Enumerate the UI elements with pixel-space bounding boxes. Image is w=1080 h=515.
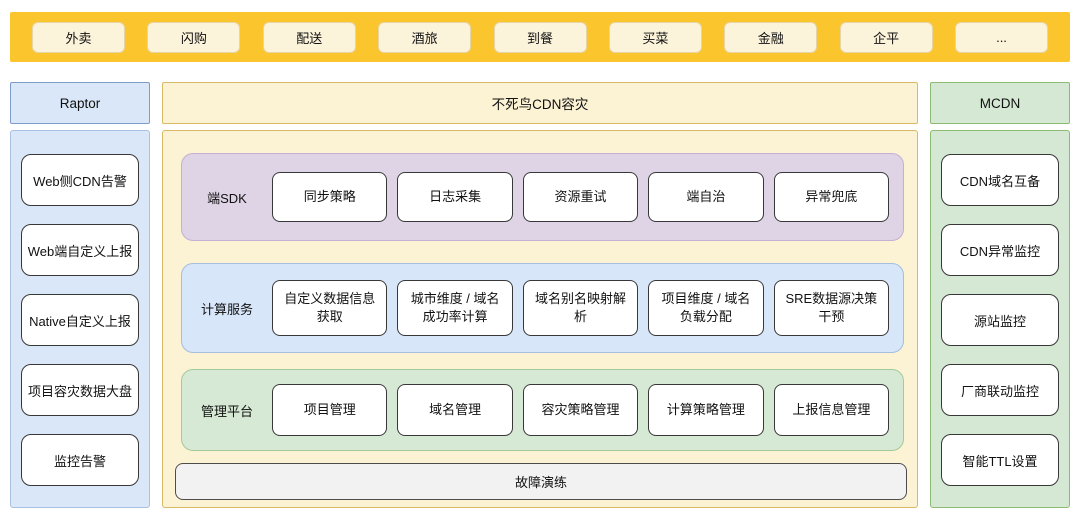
fault-drill-bar: 故障演练 [175, 463, 907, 500]
raptor-header: Raptor [10, 82, 150, 124]
client-sdk-row: 端SDK 同步策略 日志采集 资源重试 端自治 异常兜底 [181, 153, 904, 241]
sdk-client-autonomy: 端自治 [648, 172, 764, 222]
mgmt-report-info: 上报信息管理 [773, 384, 890, 436]
sdk-exception-fallback: 异常兜底 [773, 172, 890, 222]
compute-project-domain-load-balance: 项目维度 / 域名负载分配 [648, 280, 764, 336]
mcdn-item-anomaly-monitor: CDN异常监控 [941, 224, 1059, 276]
mcdn-item-origin-monitor: 源站监控 [941, 294, 1059, 346]
raptor-item-dr-dashboard: 项目容灾数据大盘 [21, 364, 139, 416]
business-line-maicai: 买菜 [608, 21, 702, 53]
compute-service-items: 自定义数据信息获取 城市维度 / 域名成功率计算 域名别名映射解析 项目维度 /… [272, 280, 890, 336]
mcdn-item-vendor-linkage-monitor: 厂商联动监控 [941, 364, 1059, 416]
raptor-item-web-custom-report: Web端自定义上报 [21, 224, 139, 276]
business-line-waimai: 外卖 [32, 21, 125, 53]
mcdn-header: MCDN [930, 82, 1070, 124]
business-line-jiulv: 酒旅 [378, 21, 472, 53]
mgmt-compute-strategy: 计算策略管理 [648, 384, 764, 436]
mcdn-item-domain-backup: CDN域名互备 [941, 154, 1059, 206]
compute-sre-data-decision: SRE数据源决策干预 [773, 280, 890, 336]
management-platform-items: 项目管理 域名管理 容灾策略管理 计算策略管理 上报信息管理 [272, 384, 890, 436]
business-line-jinrong: 金融 [724, 21, 818, 53]
business-line-peisong: 配送 [262, 21, 356, 53]
sdk-sync-strategy: 同步策略 [272, 172, 388, 222]
raptor-items: Web侧CDN告警 Web端自定义上报 Native自定义上报 项目容灾数据大盘… [11, 131, 149, 507]
client-sdk-items: 同步策略 日志采集 资源重试 端自治 异常兜底 [272, 172, 890, 222]
management-platform-row: 管理平台 项目管理 域名管理 容灾策略管理 计算策略管理 上报信息管理 [181, 369, 904, 451]
compute-service-label: 计算服务 [200, 301, 253, 317]
cdn-dr-header: 不死鸟CDN容灾 [162, 82, 918, 124]
mcdn-items: CDN域名互备 CDN异常监控 源站监控 厂商联动监控 智能TTL设置 [931, 131, 1069, 507]
business-line-qiping: 企平 [839, 21, 933, 53]
sdk-log-collection: 日志采集 [397, 172, 513, 222]
business-line-shangou: 闪购 [147, 21, 241, 53]
compute-city-domain-success-rate: 城市维度 / 域名成功率计算 [397, 280, 513, 336]
business-line-more: ... [955, 21, 1048, 53]
compute-custom-data-fetch: 自定义数据信息获取 [272, 280, 388, 336]
raptor-panel: Web侧CDN告警 Web端自定义上报 Native自定义上报 项目容灾数据大盘… [10, 130, 150, 508]
mcdn-panel: CDN域名互备 CDN异常监控 源站监控 厂商联动监控 智能TTL设置 [930, 130, 1070, 508]
mcdn-item-smart-ttl: 智能TTL设置 [941, 434, 1059, 486]
raptor-item-monitor-alert: 监控告警 [21, 434, 139, 486]
raptor-item-native-custom-report: Native自定义上报 [21, 294, 139, 346]
compute-service-row: 计算服务 自定义数据信息获取 城市维度 / 域名成功率计算 域名别名映射解析 项… [181, 263, 904, 353]
mgmt-project: 项目管理 [272, 384, 388, 436]
client-sdk-label: 端SDK [207, 190, 247, 206]
mgmt-domain: 域名管理 [397, 384, 513, 436]
cdn-dr-panel: 端SDK 同步策略 日志采集 资源重试 端自治 异常兜底 计算服务 自定义数据信… [162, 130, 918, 508]
compute-domain-alias-mapping: 域名别名映射解析 [522, 280, 639, 336]
mgmt-dr-strategy: 容灾策略管理 [522, 384, 639, 436]
sdk-resource-retry: 资源重试 [522, 172, 639, 222]
business-lines-bar: 外卖 闪购 配送 酒旅 到餐 买菜 金融 企平 ... [10, 12, 1070, 62]
management-platform-label: 管理平台 [200, 403, 253, 419]
business-line-daocan: 到餐 [493, 21, 587, 53]
raptor-item-web-cdn-alert: Web侧CDN告警 [21, 154, 139, 206]
